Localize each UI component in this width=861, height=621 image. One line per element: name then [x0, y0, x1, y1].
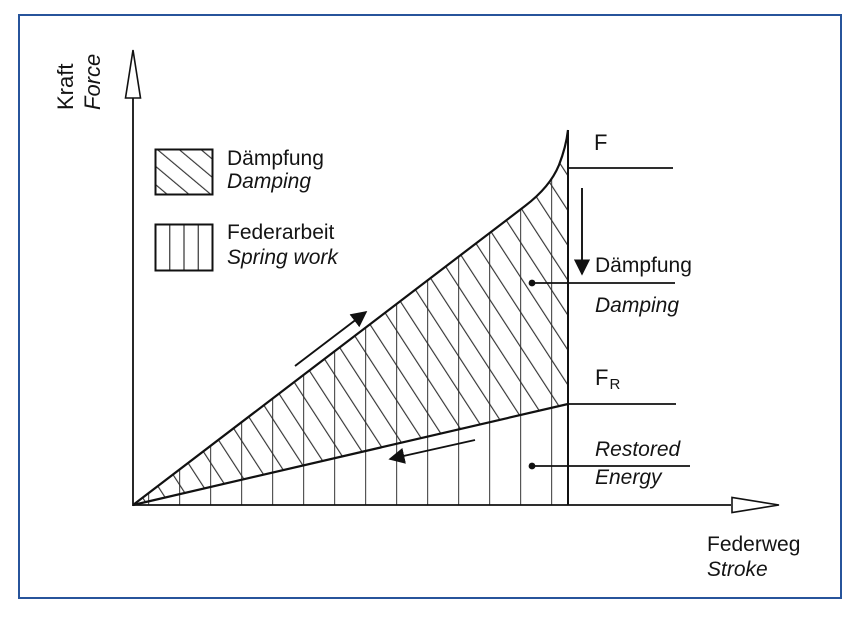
y-axis-arrow-icon — [124, 49, 142, 99]
damping-area — [133, 130, 568, 505]
y-axis-label-en: Force — [80, 53, 105, 110]
restored-energy-label-line2: Energy — [595, 466, 662, 489]
legend-spring-work-label-de: Federarbeit — [227, 221, 335, 244]
loading-direction-arrow-icon — [294, 311, 368, 367]
legend-spring-work-label-en: Spring work — [227, 246, 338, 269]
legend-spring-work-swatch — [154, 223, 214, 272]
restored-force-label-base: F — [595, 365, 609, 390]
restored-energy-label-line1: Restored — [595, 438, 681, 461]
damping-leader-line — [528, 279, 675, 287]
legend-damping-swatch — [154, 148, 214, 196]
y-axis — [124, 49, 142, 506]
damping-annotation-en: Damping — [595, 294, 680, 317]
x-axis-label-en: Stroke — [707, 558, 768, 581]
x-axis — [133, 496, 780, 514]
legend-damping-label-de: Dämpfung — [227, 147, 324, 170]
x-axis-label-de: Federweg — [707, 533, 801, 556]
restored-energy-leader-line — [528, 462, 690, 470]
restored-force-label-subscript: R — [609, 376, 621, 393]
diagram-border — [18, 14, 842, 599]
x-axis-arrow-icon — [731, 496, 780, 514]
loading-curve — [132, 129, 570, 506]
legend-damping-label-en: Damping — [227, 170, 312, 193]
unloading-direction-arrow-icon — [388, 439, 476, 464]
peak-force-label: F — [594, 130, 608, 155]
damping-annotation-de: Dämpfung — [595, 254, 692, 277]
restored-force-label: FR — [595, 365, 620, 392]
y-axis-label: Kraft Force — [52, 40, 106, 110]
unloading-line — [132, 402, 569, 507]
y-axis-label-de: Kraft — [53, 63, 78, 110]
